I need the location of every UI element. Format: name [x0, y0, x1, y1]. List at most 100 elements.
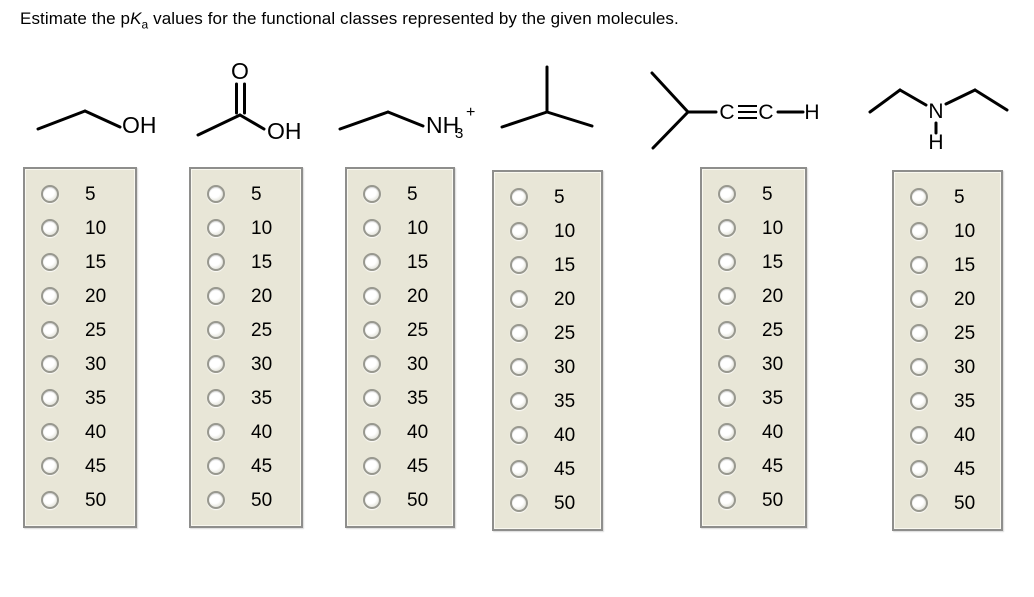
- radio-button[interactable]: [207, 321, 225, 339]
- pka-option-row[interactable]: 45: [702, 449, 805, 483]
- pka-option-row[interactable]: 40: [702, 415, 805, 449]
- pka-option-row[interactable]: 20: [702, 279, 805, 313]
- radio-button[interactable]: [207, 355, 225, 373]
- pka-option-row[interactable]: 50: [191, 483, 301, 517]
- radio-button[interactable]: [910, 494, 928, 512]
- radio-button[interactable]: [207, 457, 225, 475]
- pka-option-row[interactable]: 20: [347, 279, 453, 313]
- pka-option-row[interactable]: 30: [494, 350, 601, 384]
- pka-option-row[interactable]: 20: [191, 279, 301, 313]
- radio-button[interactable]: [510, 358, 528, 376]
- radio-button[interactable]: [718, 355, 736, 373]
- radio-button[interactable]: [718, 491, 736, 509]
- pka-option-row[interactable]: 20: [494, 282, 601, 316]
- pka-option-row[interactable]: 40: [191, 415, 301, 449]
- pka-option-row[interactable]: 35: [25, 381, 135, 415]
- radio-button[interactable]: [207, 287, 225, 305]
- pka-option-row[interactable]: 25: [25, 313, 135, 347]
- radio-button[interactable]: [41, 185, 59, 203]
- radio-button[interactable]: [910, 460, 928, 478]
- pka-option-row[interactable]: 40: [894, 418, 1001, 452]
- pka-option-row[interactable]: 30: [894, 350, 1001, 384]
- radio-button[interactable]: [363, 423, 381, 441]
- pka-option-row[interactable]: 15: [702, 245, 805, 279]
- radio-button[interactable]: [510, 324, 528, 342]
- pka-option-row[interactable]: 10: [702, 211, 805, 245]
- radio-button[interactable]: [207, 423, 225, 441]
- radio-button[interactable]: [207, 389, 225, 407]
- pka-option-row[interactable]: 35: [494, 384, 601, 418]
- radio-button[interactable]: [510, 426, 528, 444]
- radio-button[interactable]: [510, 256, 528, 274]
- pka-option-row[interactable]: 25: [494, 316, 601, 350]
- pka-option-row[interactable]: 10: [494, 214, 601, 248]
- radio-button[interactable]: [41, 423, 59, 441]
- radio-button[interactable]: [910, 256, 928, 274]
- pka-option-row[interactable]: 15: [494, 248, 601, 282]
- pka-option-row[interactable]: 50: [25, 483, 135, 517]
- pka-option-row[interactable]: 40: [25, 415, 135, 449]
- radio-button[interactable]: [510, 460, 528, 478]
- radio-button[interactable]: [910, 426, 928, 444]
- pka-option-row[interactable]: 5: [25, 177, 135, 211]
- pka-option-row[interactable]: 35: [347, 381, 453, 415]
- radio-button[interactable]: [910, 358, 928, 376]
- radio-button[interactable]: [363, 287, 381, 305]
- pka-option-row[interactable]: 30: [347, 347, 453, 381]
- radio-button[interactable]: [41, 287, 59, 305]
- radio-button[interactable]: [41, 321, 59, 339]
- pka-option-row[interactable]: 45: [494, 452, 601, 486]
- pka-option-row[interactable]: 15: [25, 245, 135, 279]
- pka-option-row[interactable]: 5: [894, 180, 1001, 214]
- radio-button[interactable]: [363, 321, 381, 339]
- radio-button[interactable]: [510, 392, 528, 410]
- radio-button[interactable]: [910, 324, 928, 342]
- pka-option-row[interactable]: 20: [25, 279, 135, 313]
- radio-button[interactable]: [41, 389, 59, 407]
- radio-button[interactable]: [41, 457, 59, 475]
- radio-button[interactable]: [207, 185, 225, 203]
- pka-option-row[interactable]: 5: [347, 177, 453, 211]
- pka-option-row[interactable]: 10: [191, 211, 301, 245]
- pka-option-row[interactable]: 45: [191, 449, 301, 483]
- radio-button[interactable]: [41, 253, 59, 271]
- pka-option-row[interactable]: 30: [191, 347, 301, 381]
- pka-option-row[interactable]: 45: [894, 452, 1001, 486]
- radio-button[interactable]: [718, 219, 736, 237]
- radio-button[interactable]: [510, 188, 528, 206]
- pka-option-row[interactable]: 10: [347, 211, 453, 245]
- pka-option-row[interactable]: 25: [894, 316, 1001, 350]
- radio-button[interactable]: [41, 355, 59, 373]
- pka-option-row[interactable]: 50: [494, 486, 601, 520]
- radio-button[interactable]: [910, 188, 928, 206]
- radio-button[interactable]: [718, 287, 736, 305]
- pka-option-row[interactable]: 10: [25, 211, 135, 245]
- pka-option-row[interactable]: 50: [894, 486, 1001, 520]
- radio-button[interactable]: [718, 457, 736, 475]
- radio-button[interactable]: [910, 222, 928, 240]
- radio-button[interactable]: [910, 392, 928, 410]
- radio-button[interactable]: [510, 222, 528, 240]
- pka-option-row[interactable]: 50: [347, 483, 453, 517]
- radio-button[interactable]: [363, 457, 381, 475]
- radio-button[interactable]: [718, 321, 736, 339]
- radio-button[interactable]: [910, 290, 928, 308]
- pka-option-row[interactable]: 5: [191, 177, 301, 211]
- pka-option-row[interactable]: 5: [494, 180, 601, 214]
- radio-button[interactable]: [363, 355, 381, 373]
- pka-option-row[interactable]: 20: [894, 282, 1001, 316]
- pka-option-row[interactable]: 15: [347, 245, 453, 279]
- pka-option-row[interactable]: 50: [702, 483, 805, 517]
- pka-option-row[interactable]: 25: [191, 313, 301, 347]
- radio-button[interactable]: [207, 253, 225, 271]
- radio-button[interactable]: [363, 491, 381, 509]
- radio-button[interactable]: [41, 491, 59, 509]
- radio-button[interactable]: [718, 185, 736, 203]
- pka-option-row[interactable]: 15: [894, 248, 1001, 282]
- pka-option-row[interactable]: 35: [191, 381, 301, 415]
- pka-option-row[interactable]: 35: [702, 381, 805, 415]
- radio-button[interactable]: [363, 219, 381, 237]
- pka-option-row[interactable]: 25: [702, 313, 805, 347]
- radio-button[interactable]: [718, 389, 736, 407]
- radio-button[interactable]: [363, 389, 381, 407]
